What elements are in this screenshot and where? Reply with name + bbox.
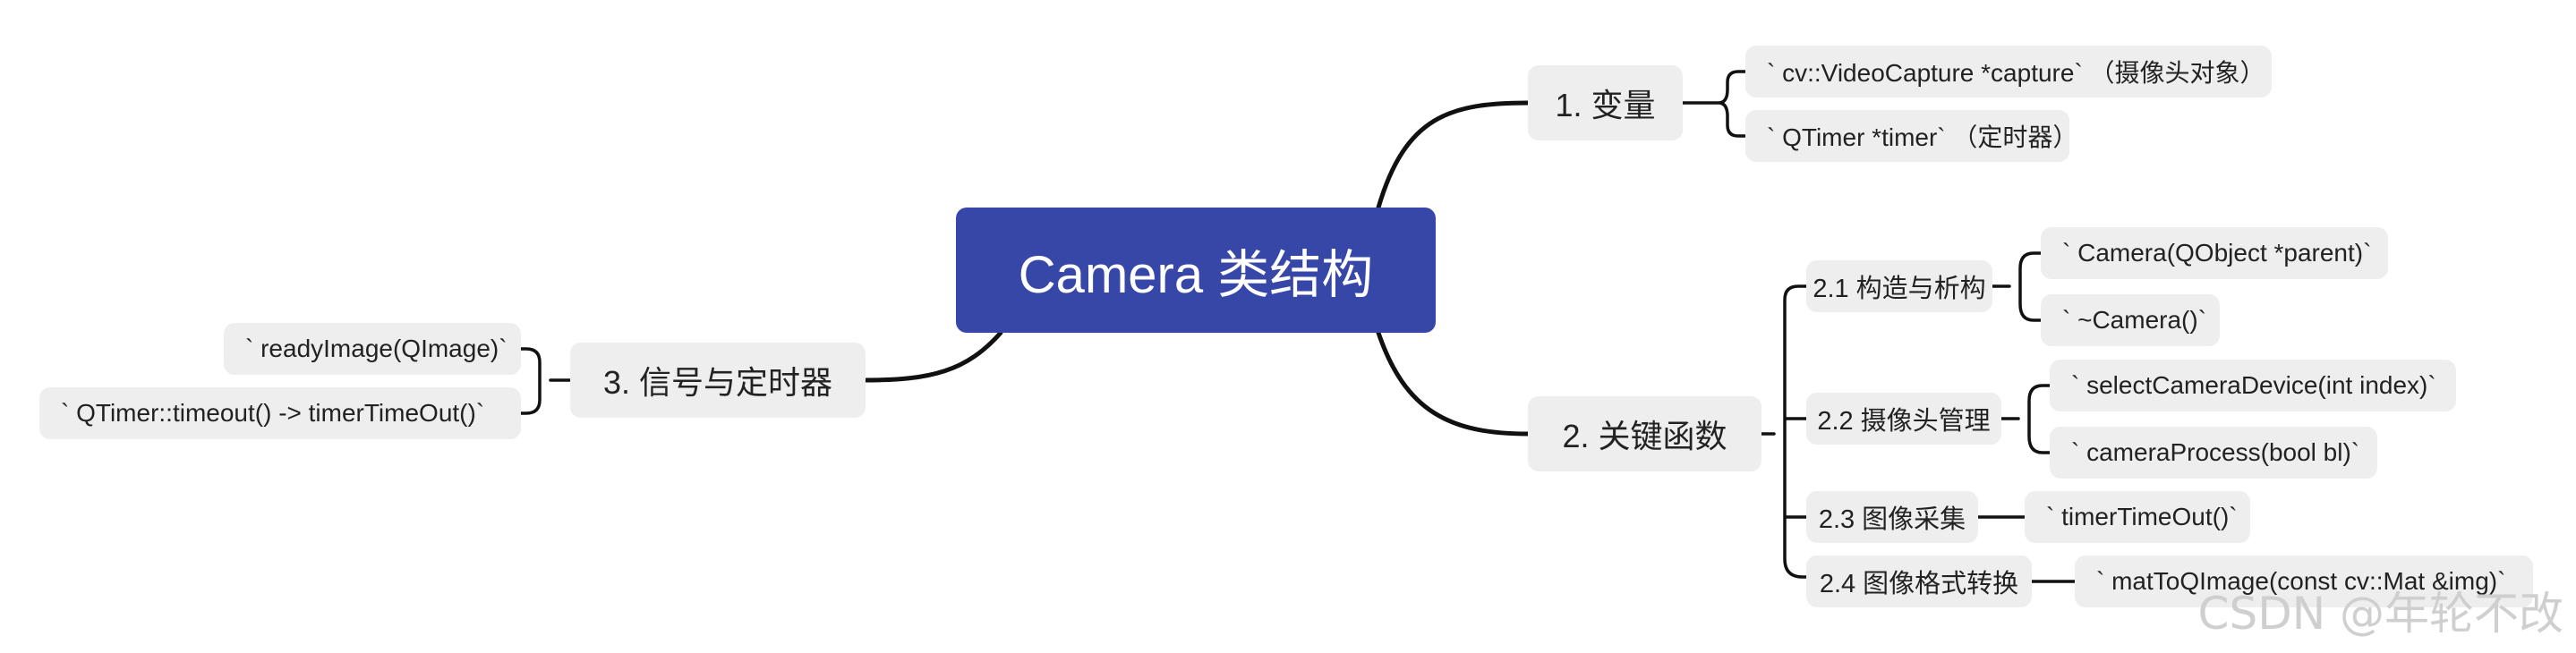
leaf-select-camera-device-label: ` selectCameraDevice(int index)` (2071, 371, 2436, 399)
branch-variables-label: 1. 变量 (1555, 87, 1656, 123)
root-node[interactable]: Camera 类结构 (956, 208, 1436, 333)
leaf-select-camera-device[interactable]: ` selectCameraDevice(int index)` (2050, 360, 2456, 411)
group-image-format-conversion-label: 2.4 图像格式转换 (1819, 570, 2019, 598)
bracket-signals (519, 347, 572, 415)
line-root-variables (1376, 100, 1531, 210)
leaf-mat-to-qimage[interactable]: ` matToQImage(const cv::Mat &img)` (2075, 555, 2533, 607)
leaf-camera-destructor-label: ` ~Camera()` (2062, 306, 2207, 334)
group-image-format-conversion[interactable]: 2.4 图像格式转换 (1806, 555, 2032, 607)
leaf-camera-constructor[interactable]: ` Camera(QObject *parent)` (2041, 227, 2388, 279)
line-root-functions (1376, 330, 1531, 437)
leaf-timer[interactable]: ` QTimer *timer` （定时器） (1745, 110, 2077, 162)
leaf-capture[interactable]: ` cv::VideoCapture *capture` （摄像头对象） (1745, 46, 2272, 98)
branch-signals-label: 3. 信号与定时器 (602, 364, 833, 401)
bracket-2-2 (2000, 384, 2051, 454)
leaf-mat-to-qimage-label: ` matToQImage(const cv::Mat &img)` (2096, 567, 2506, 595)
leaf-camera-destructor[interactable]: ` ~Camera()` (2041, 294, 2220, 346)
line-root-signals (863, 330, 1003, 383)
root-label: Camera 类结构 (1018, 246, 1374, 304)
branch-signals[interactable]: 3. 信号与定时器 (570, 343, 866, 418)
group-camera-management[interactable]: 2.2 摄像头管理 (1806, 393, 2001, 445)
group-constructors-label: 2.1 构造与析构 (1813, 275, 1986, 303)
bracket-variables (1681, 70, 1747, 138)
leaf-timer-timeout[interactable]: ` timerTimeOut()` (2025, 491, 2250, 543)
leaf-timer-label: ` QTimer *timer` （定时器） (1767, 123, 2078, 151)
watermark: CSDN @年轮不改 (2197, 588, 2563, 640)
branch-functions[interactable]: 2. 关键函数 (1528, 396, 1761, 471)
leaf-ready-image-label: ` readyImage(QImage)` (245, 335, 508, 362)
bracket-2-1 (1991, 251, 2043, 322)
leaf-capture-label: ` cv::VideoCapture *capture` （摄像头对象） (1767, 59, 2265, 87)
leaf-qtimer-timeout-label: ` QTimer::timeout() -> timerTimeOut()` (61, 399, 485, 427)
bracket-functions (1760, 284, 1808, 579)
leaf-camera-process-label: ` cameraProcess(bool bl)` (2071, 438, 2360, 466)
branch-variables[interactable]: 1. 变量 (1528, 65, 1683, 140)
group-image-capture[interactable]: 2.3 图像采集 (1806, 491, 1978, 543)
leaf-qtimer-timeout[interactable]: ` QTimer::timeout() -> timerTimeOut()` (39, 387, 521, 439)
group-constructors[interactable]: 2.1 构造与析构 (1806, 260, 1992, 312)
leaf-camera-constructor-label: ` Camera(QObject *parent)` (2062, 239, 2372, 267)
group-image-capture-label: 2.3 图像采集 (1818, 505, 1966, 534)
leaf-timer-timeout-label: ` timerTimeOut()` (2046, 503, 2238, 530)
group-camera-management-label: 2.2 摄像头管理 (1817, 407, 1991, 436)
branch-functions-label: 2. 关键函数 (1562, 418, 1727, 454)
leaf-camera-process[interactable]: ` cameraProcess(bool bl)` (2050, 427, 2377, 479)
leaf-ready-image[interactable]: ` readyImage(QImage)` (224, 323, 521, 375)
